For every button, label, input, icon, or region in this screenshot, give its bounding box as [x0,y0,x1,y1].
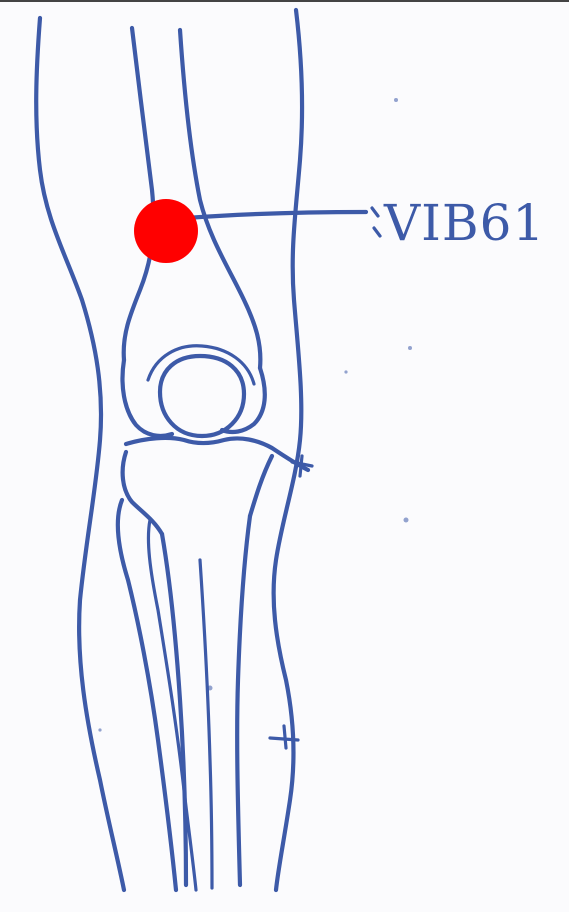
femur-right-edge [180,30,260,368]
fibula-inner-edge [148,520,196,890]
left-leg-outline [36,18,124,890]
speck [208,686,213,691]
speck [408,346,412,350]
speck [394,98,398,102]
patella [160,356,244,436]
tibia-inner-line [200,560,212,888]
point-label: VIB61 [383,194,545,252]
label-leader-line [186,212,366,218]
leader-end-tick [372,208,380,236]
knee-joint-line [126,438,308,470]
speck [344,370,347,373]
speck [404,518,409,523]
femur-left-edge [124,28,154,360]
tibia-right-edge [237,516,250,885]
speck [98,728,101,731]
acupoint-marker [134,199,198,263]
